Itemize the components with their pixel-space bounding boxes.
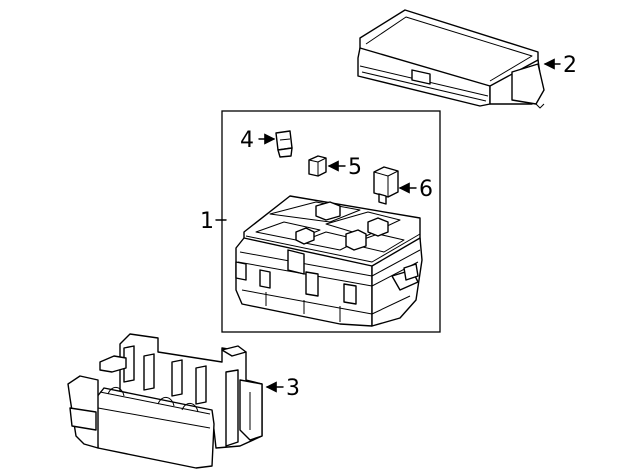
part-6-relay[interactable]	[373, 166, 399, 205]
part-1-fuse-box[interactable]	[235, 195, 423, 327]
callout-3: 3	[265, 376, 300, 401]
part-4-fuse[interactable]	[275, 130, 293, 158]
callout-2-label: 2	[563, 53, 577, 78]
callout-6: 6	[398, 177, 433, 202]
part-5-relay[interactable]	[308, 155, 327, 177]
callout-5-label: 5	[348, 155, 362, 180]
callout-3-label: 3	[286, 376, 300, 401]
inset-frame	[221, 110, 441, 333]
callout-4: 4	[240, 128, 276, 153]
callout-1-label: 1	[200, 209, 214, 234]
callout-1: 1	[200, 209, 227, 234]
part-2-cover[interactable]	[357, 9, 545, 109]
callout-5: 5	[327, 155, 362, 180]
callout-4-label: 4	[240, 128, 254, 153]
callout-2: 2	[543, 53, 577, 78]
callout-6-label: 6	[419, 177, 433, 202]
part-3-bracket[interactable]	[67, 333, 263, 469]
